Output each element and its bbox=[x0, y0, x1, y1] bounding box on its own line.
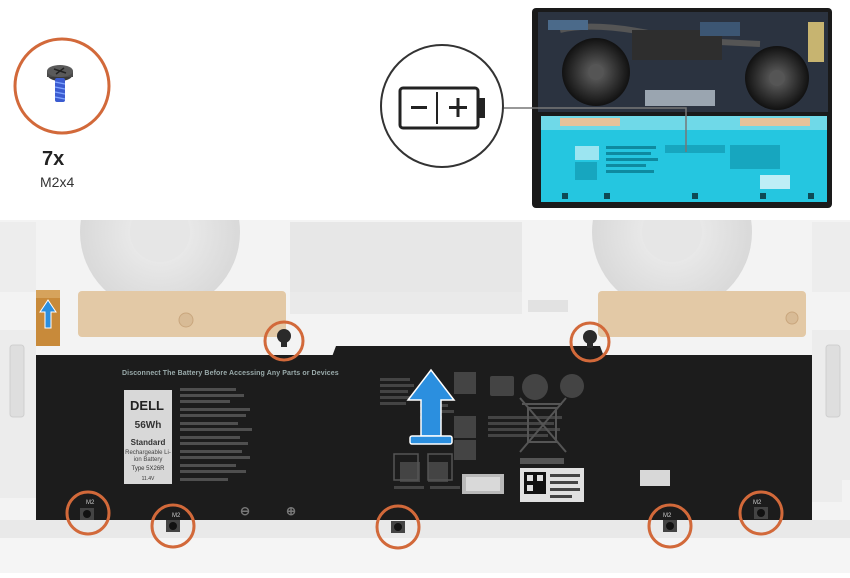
battery-plus-symbol: ⊕ bbox=[286, 504, 297, 518]
battery-minus-symbol: ⊖ bbox=[240, 504, 251, 518]
connector-arrow-icon bbox=[39, 299, 57, 329]
main-view bbox=[0, 220, 850, 573]
battery-chemistry: Rechargeable Li-ion Battery bbox=[125, 450, 171, 463]
screw-size: M2x4 bbox=[40, 174, 75, 190]
barcode-label bbox=[520, 468, 584, 502]
screw-label-2: M2 bbox=[172, 513, 181, 519]
screw-label-3: M2 bbox=[663, 513, 672, 519]
battery-label-panel bbox=[124, 390, 172, 484]
screw-callouts bbox=[65, 320, 784, 550]
screw-icon bbox=[47, 65, 73, 102]
battery-icon-callout bbox=[380, 44, 504, 168]
battery-capacity: 56Wh bbox=[134, 420, 162, 431]
laptop-overview bbox=[500, 8, 832, 208]
screw-label-1: M2 bbox=[86, 500, 95, 506]
battery-brand: DELL bbox=[130, 398, 164, 413]
weee-icon bbox=[519, 397, 567, 453]
battery-standard: Standard bbox=[130, 438, 166, 447]
battery-warning-text: Disconnect The Battery Before Accessing … bbox=[122, 370, 339, 377]
battery-voltage: 11.4V bbox=[141, 476, 155, 482]
screw-callout bbox=[13, 37, 111, 135]
battery-type: Type 5X26R bbox=[131, 466, 165, 472]
screw-quantity: 7x bbox=[42, 148, 65, 170]
screw-heads bbox=[80, 329, 768, 533]
lift-arrow-icon bbox=[406, 368, 456, 445]
screw-label-4: M2 bbox=[753, 500, 762, 506]
battery-icon bbox=[398, 86, 485, 130]
overview-battery bbox=[541, 116, 827, 202]
